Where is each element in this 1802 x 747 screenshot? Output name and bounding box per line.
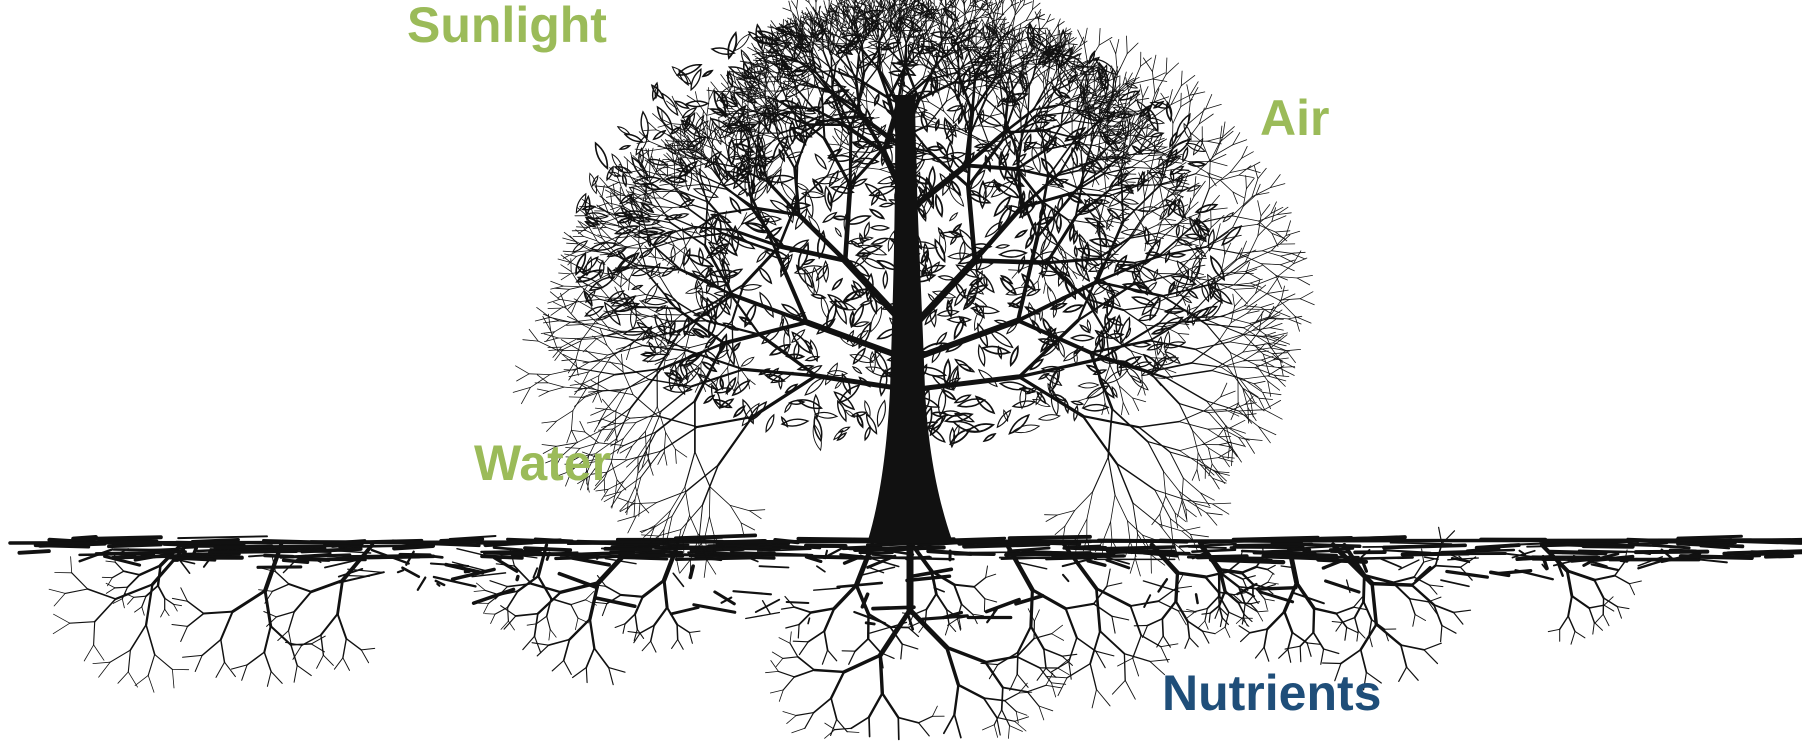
label-nutrients: Nutrients bbox=[1162, 668, 1381, 718]
label-sunlight: Sunlight bbox=[407, 0, 607, 50]
label-air: Air bbox=[1260, 93, 1329, 143]
label-water: Water bbox=[474, 438, 611, 488]
